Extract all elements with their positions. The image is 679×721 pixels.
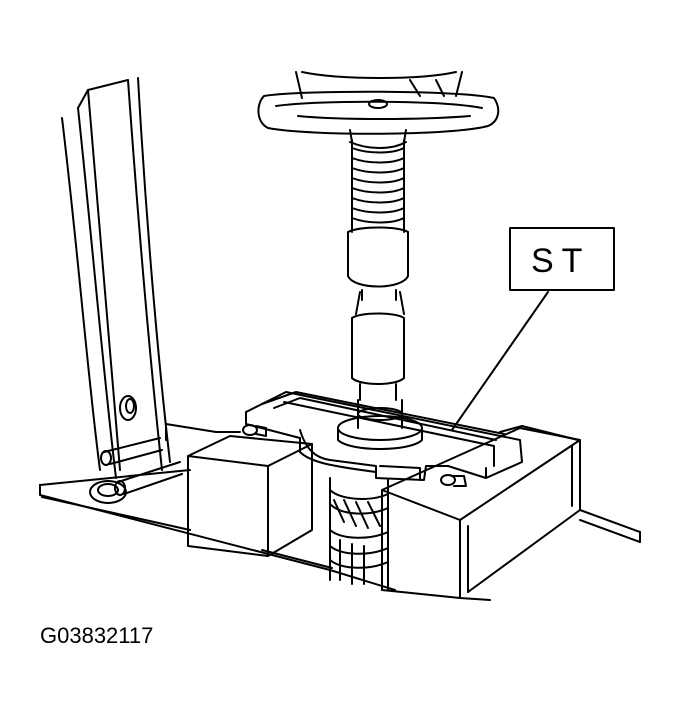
spindle-collar xyxy=(337,399,423,450)
press-frame-column xyxy=(61,77,171,479)
left-support-block xyxy=(187,435,333,569)
callout-box: ST xyxy=(509,227,615,291)
gear-shaft xyxy=(329,477,389,591)
press-base-plate xyxy=(39,423,641,601)
handwheel xyxy=(257,71,500,149)
callout-leader-line xyxy=(451,291,549,431)
callout-label: ST xyxy=(531,242,590,280)
pin-bolts xyxy=(89,437,183,504)
right-support-block xyxy=(381,425,581,599)
special-tool-plate xyxy=(242,391,523,487)
spindle xyxy=(347,226,409,401)
figure-id: G03832117 xyxy=(40,623,154,648)
press-screw-thread xyxy=(351,139,405,233)
